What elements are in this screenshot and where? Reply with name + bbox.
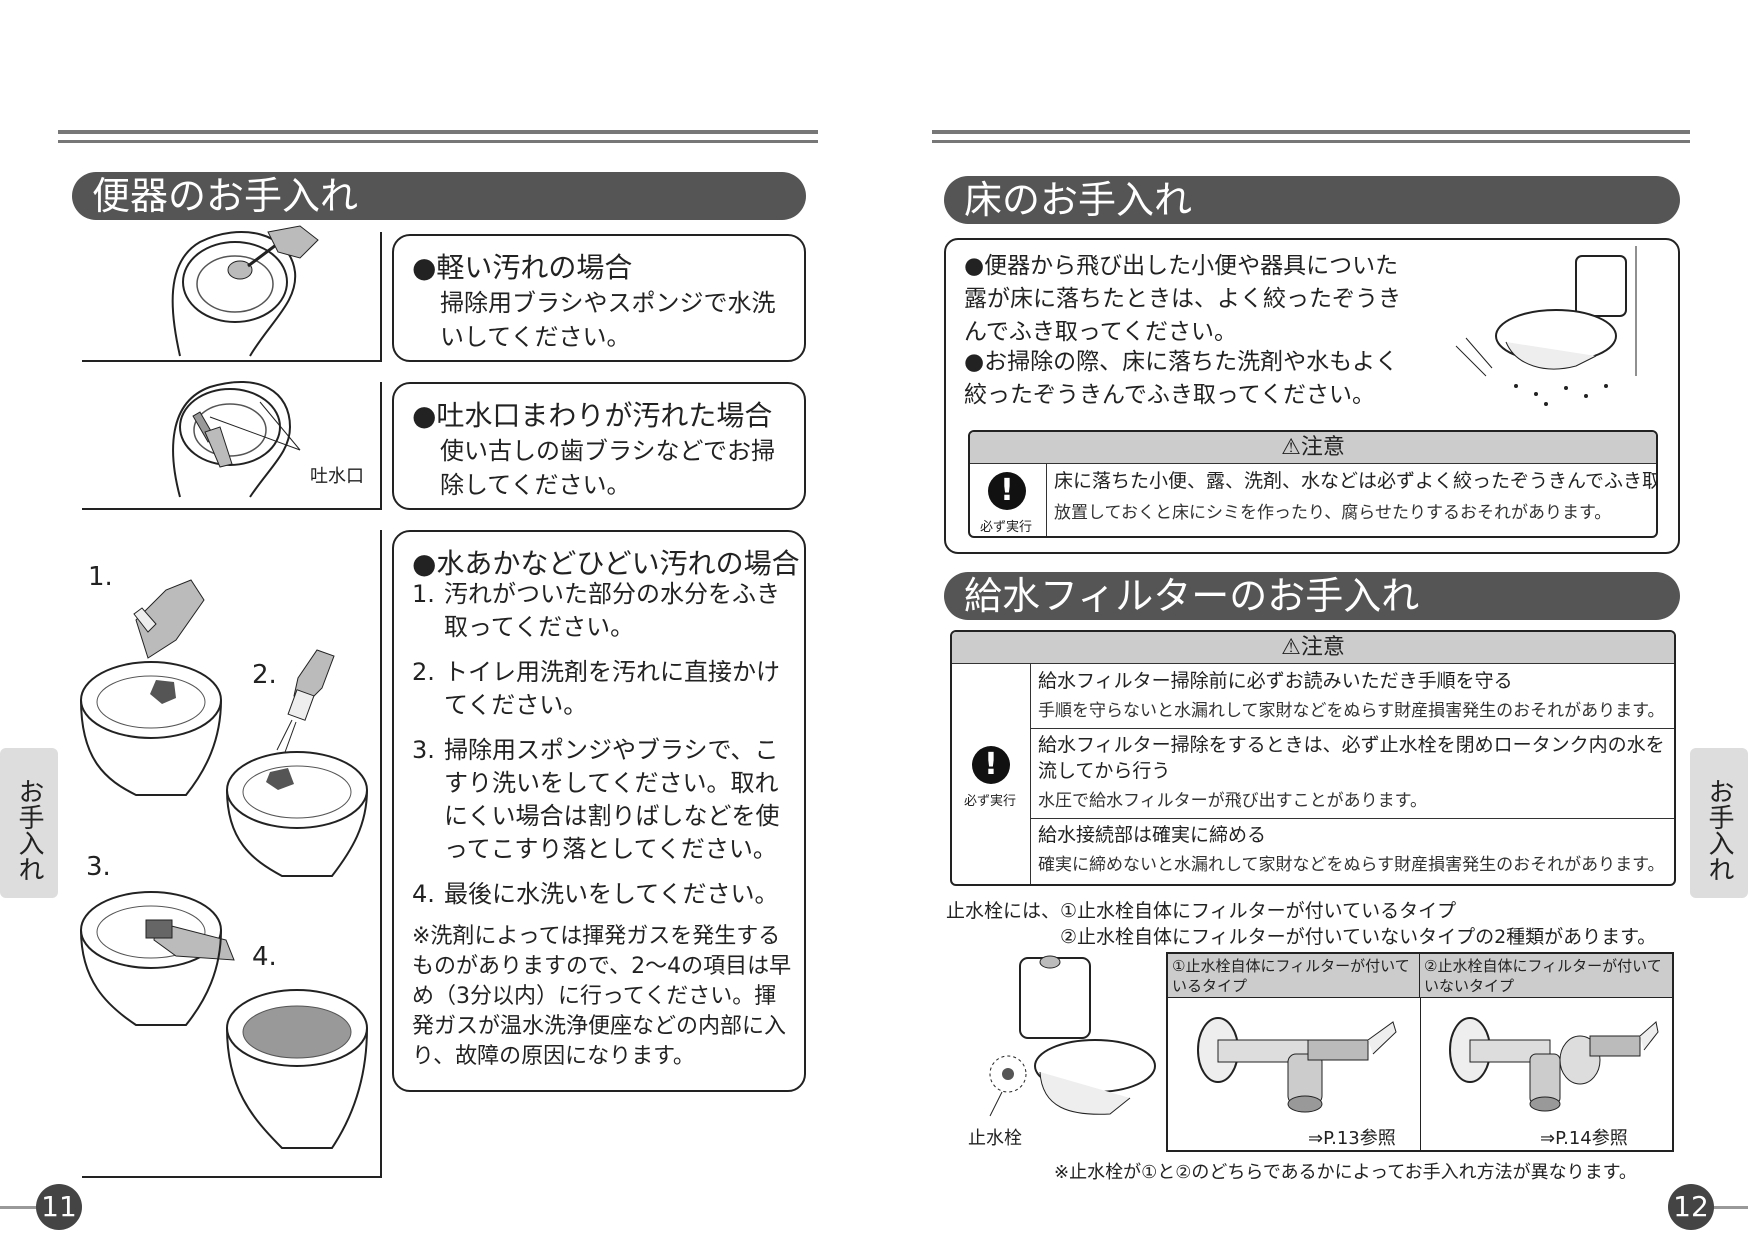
filter-caution-2-sub: 水圧で給水フィルターが飛び出すことがあります。 — [1038, 791, 1427, 811]
floor-care-box: ●便器から飛び出した小便や器具についた露が床に落ちたときは、よく絞ったぞうきんで… — [944, 238, 1680, 554]
valve-label: 止水栓 — [968, 1128, 1022, 1149]
step-illus-label-4: 4. — [252, 942, 277, 972]
outlet-stain-box: ●吐水口まわりが汚れた場合 使い古しの歯ブラシなどでお掃除してください。 — [392, 382, 806, 510]
row-divider — [82, 1176, 382, 1178]
page-line-left — [0, 1206, 40, 1209]
floor-toilet-illustration — [1455, 246, 1637, 406]
section-title-floor-care: 床のお手入れ — [944, 176, 1680, 224]
floor-bullet-1: ●便器から飛び出した小便や器具についた露が床に落ちたときは、よく絞ったぞうきんで… — [964, 253, 1401, 345]
step-2: 2.トイレ用洗剤を汚れに直接かけてください。 — [412, 658, 780, 719]
step-3: 3.掃除用スポンジやブラシで、こすり洗いをしてください。取れにくい場合は割りばし… — [412, 736, 780, 863]
type1-ref: ⇒P.13参照 — [1308, 1128, 1396, 1149]
step2-detergent-illustration — [226, 649, 368, 877]
caution-row-divider — [1030, 818, 1674, 819]
caution-header: ⚠注意 — [970, 432, 1656, 464]
heavy-stain-box: ●水あかなどひどい汚れの場合 1.汚れがついた部分の水分をふき取ってください。 … — [392, 530, 806, 1092]
side-tab-right: お手入れ — [1690, 748, 1748, 898]
must-do-icon: ! — [972, 746, 1010, 784]
section-title-toilet-care: 便器のお手入れ — [72, 172, 806, 220]
caution-divider — [1030, 664, 1031, 884]
top-rule-right-2 — [932, 140, 1690, 143]
page-line-right — [1708, 1206, 1748, 1209]
type1-header-cell: ①止水栓自体にフィルターが付いているタイプ — [1168, 954, 1420, 998]
outlet-stain-title: ●吐水口まわりが汚れた場合 — [412, 399, 773, 432]
light-stain-box: ●軽い汚れの場合 掃除用ブラシやスポンジで水洗いしてください。 — [392, 234, 806, 362]
floor-caution-sub: 放置しておくと床にシミを作ったり、腐らせたりするおそれがあります。 — [1054, 503, 1612, 523]
valve-with-filter-illustration — [1197, 1017, 1397, 1113]
top-rule-left — [58, 130, 818, 134]
filter-caution-3-main: 給水接続部は確実に締める — [1038, 824, 1267, 846]
step-illus-label-3: 3. — [86, 852, 111, 882]
row-divider — [82, 508, 382, 510]
page-number-left: 11 — [36, 1184, 82, 1230]
type2-header: ②止水栓自体にフィルターが付いていないタイプ — [1424, 957, 1662, 995]
step3-scrub-illustration — [80, 891, 235, 1026]
type2-header-cell: ②止水栓自体にフィルターが付いていないタイプ — [1420, 954, 1672, 998]
filter-caution-1-main: 給水フィルター掃除前に必ずお読みいただき手順を守る — [1038, 670, 1513, 692]
must-do-label: 必ず実行 — [980, 520, 1033, 535]
type2-ref: ⇒P.14参照 — [1540, 1128, 1628, 1149]
table-divider — [1420, 998, 1421, 1150]
heavy-stain-title: ●水あかなどひどい汚れの場合 — [412, 547, 800, 580]
floor-caution-box: ⚠注意 ! 必ず実行 床に落ちた小便、露、洗剤、水などは必ずよく絞ったぞうきんで… — [968, 430, 1658, 538]
toilet-brush-illustration — [171, 225, 319, 357]
filter-caution-box: ⚠注意 ! 必ず実行 給水フィルター掃除前に必ずお読みいただき手順を守る 手順を… — [950, 630, 1676, 886]
floor-caution-main: 床に落ちた小便、露、洗剤、水などは必ずよく絞ったぞうきんでふき取る — [1054, 470, 1658, 492]
toothbrush-illustration — [172, 381, 301, 498]
type1-header: ①止水栓自体にフィルターが付いているタイプ — [1172, 957, 1410, 995]
step4-rinse-illustration — [226, 989, 368, 1149]
outlet-label: 吐水口 — [310, 466, 364, 487]
valve-types-line-2: ②止水栓自体にフィルターが付いていないタイプの2種類があります。 — [1060, 926, 1657, 948]
caution-divider — [1046, 464, 1047, 536]
filter-caution-2-main: 給水フィルター掃除をするときは、必ず止水栓を閉めロータンク内の水を流してから行う — [1038, 734, 1665, 782]
must-do-icon: ! — [988, 472, 1026, 510]
volatile-gas-note: ※洗剤によっては揮発ガスを発生するものがありますので、2〜4の項目は早め（3分以… — [412, 924, 792, 1069]
light-stain-text: 掃除用ブラシやスポンジで水洗いしてください。 — [440, 289, 776, 351]
valve-without-filter-illustration — [1449, 1017, 1659, 1112]
row-divider — [380, 382, 382, 510]
light-stain-title: ●軽い汚れの場合 — [412, 251, 633, 284]
step-1: 1.汚れがついた部分の水分をふき取ってください。 — [412, 580, 780, 641]
caution-header-2: ⚠注意 — [952, 632, 1674, 664]
filter-caution-3-sub: 確実に締めないと水漏れして家財などをぬらす財産損害発生のおそれがあります。 — [1038, 855, 1665, 875]
step-4: 4.最後に水洗いをしてください。 — [412, 880, 779, 908]
page-number-right: 12 — [1668, 1184, 1714, 1230]
row-divider — [380, 530, 382, 1178]
row-divider — [82, 360, 382, 362]
caution-row-divider — [1030, 728, 1674, 729]
floor-bullet-2: ●お掃除の際、床に落ちた洗剤や水もよく絞ったぞうきんでふき取ってください。 — [964, 349, 1399, 408]
step1-wipe-illustration — [80, 579, 222, 796]
step-illus-label-1: 1. — [88, 562, 113, 592]
must-do-label: 必ず実行 — [964, 794, 1017, 809]
step-illus-label-2: 2. — [252, 660, 277, 690]
section-title-filter-care: 給水フィルターのお手入れ — [944, 572, 1680, 620]
filter-caution-1-sub: 手順を守らないと水漏れして家財などをぬらす財産損害発生のおそれがあります。 — [1038, 701, 1665, 721]
side-tab-left: お手入れ — [0, 748, 58, 898]
top-rule-right — [932, 130, 1690, 134]
top-rule-left-2 — [58, 140, 818, 143]
valve-types-line-1: 止水栓には、①止水栓自体にフィルターが付いているタイプ — [946, 900, 1457, 922]
valve-type-table: ①止水栓自体にフィルターが付いているタイプ ②止水栓自体にフィルターが付いていな… — [1166, 952, 1674, 1152]
footnote: ※止水栓が①と②のどちらであるかによってお手入れ方法が異なります。 — [1054, 1162, 1637, 1183]
outlet-stain-text: 使い古しの歯ブラシなどでお掃除してください。 — [440, 437, 776, 499]
row-divider — [380, 232, 382, 362]
tank-toilet-illustration — [989, 955, 1156, 1117]
